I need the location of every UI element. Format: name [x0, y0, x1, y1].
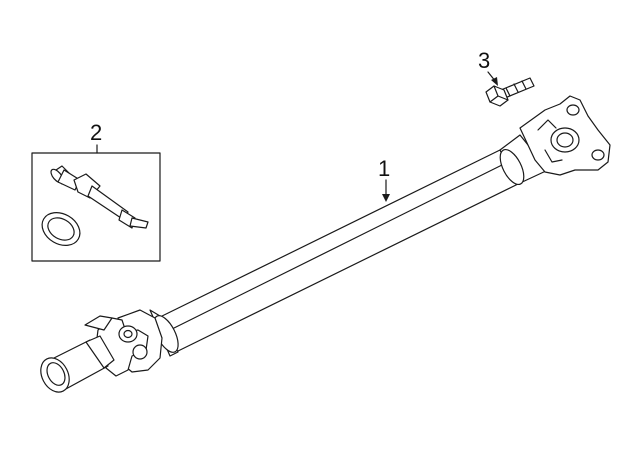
o-ring [41, 212, 81, 246]
callout-2-label: 2 [90, 120, 102, 145]
flange-bolt[interactable] [485, 77, 535, 107]
callout-1-label: 1 [378, 156, 390, 181]
callout-3: 3 [478, 48, 498, 86]
callout-1: 1 [378, 156, 390, 202]
callout-2: 2 [90, 120, 102, 154]
slip-pin [50, 165, 149, 229]
right-flange-yoke [519, 95, 611, 176]
inset-box [31, 152, 161, 262]
callout-3-label: 3 [478, 48, 490, 73]
left-slip-yoke [40, 335, 115, 393]
center-bearing-kit-inset[interactable] [31, 152, 161, 262]
driveshaft[interactable] [149, 134, 549, 357]
